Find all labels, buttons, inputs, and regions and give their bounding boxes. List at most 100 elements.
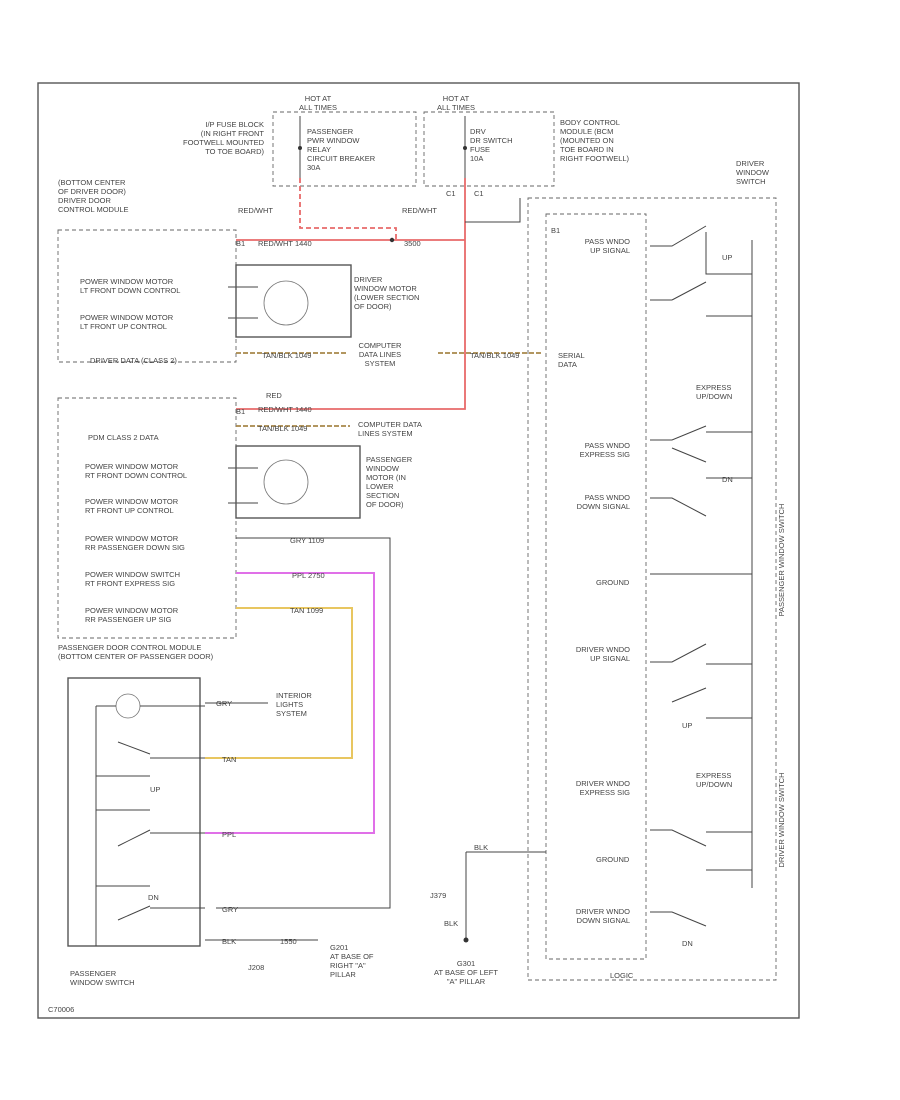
label-pdcm: PASSENGER DOOR CONTROL MODULE(BOTTOM CEN… xyxy=(58,643,214,661)
label-ppl-short: PPL xyxy=(222,830,236,839)
pass-switch-dn-contact xyxy=(117,905,205,921)
driver-dcm-box xyxy=(57,229,237,363)
label-red: RED xyxy=(266,391,282,400)
label-wire-drv-data: TAN/BLK 1049 xyxy=(262,351,311,360)
pin-b1: B1 xyxy=(236,239,245,248)
label-wire-dcm-top: RED/WHT 1440 xyxy=(258,239,312,248)
fuse-block-box xyxy=(272,111,417,187)
drv-switch-express xyxy=(650,425,752,479)
label-logic: LOGIC xyxy=(610,971,634,980)
red-dashed-wire xyxy=(299,178,397,240)
label-c1: C1 xyxy=(446,189,456,198)
label-wire-pdm-red: RED/WHT 1440 xyxy=(258,405,312,414)
splice-dot xyxy=(389,237,395,243)
label-wire-pdm-data: TAN/BLK 1049 xyxy=(258,424,307,433)
label-red-wht-1: RED/WHT xyxy=(238,206,273,215)
label-wire-ppl: PPL 2750 xyxy=(292,571,325,580)
driver-motor-circle xyxy=(263,280,309,326)
pass-switch-mid-contact xyxy=(96,829,205,887)
fuse-node-1 xyxy=(298,146,302,150)
bcm-box xyxy=(423,111,555,187)
label-blk-2: BLK xyxy=(444,919,458,928)
label-pass-window-switch-vert: PASSENGER WINDOW SWITCH xyxy=(777,504,786,617)
fuse-node-2 xyxy=(463,146,467,150)
lamp-wire xyxy=(95,705,205,946)
pin-b1-c: B1 xyxy=(551,226,560,235)
label-driver-window-switch-vert: DRIVER WINDOW SWITCH xyxy=(777,773,786,868)
label-blk-short: BLK xyxy=(222,937,236,946)
label-blk-1550: 1550 xyxy=(280,937,297,946)
label-wire-gry: GRY 1109 xyxy=(290,536,324,545)
label-up-2: UP xyxy=(722,253,732,262)
label-splice: 3500 xyxy=(404,239,421,248)
logic-box xyxy=(545,213,647,960)
label-c1-b: C1 xyxy=(474,189,484,198)
label-wire-tan: TAN 1099 xyxy=(290,606,323,615)
pass-switch-box xyxy=(67,677,201,947)
pin-b1-b: B1 xyxy=(236,407,245,416)
drv-switch-down xyxy=(650,497,707,517)
label-j379: J379 xyxy=(430,891,446,900)
drv-switch-drv-up xyxy=(650,643,752,719)
diagram-id: C70006 xyxy=(48,1005,74,1014)
drv-switch-drv-down xyxy=(650,911,707,927)
lamp-icon xyxy=(115,693,141,719)
diagram-border xyxy=(37,82,800,1019)
drv-switch-drv-express xyxy=(650,829,752,871)
bcm-wire xyxy=(465,198,521,223)
label-dn-1: DN xyxy=(148,893,159,902)
label-dn-2: DN xyxy=(722,475,733,484)
wire-pdm-red xyxy=(236,240,466,410)
label-gry-short-2: GRY xyxy=(222,905,238,914)
ground-node xyxy=(463,937,469,943)
label-wire-serial: TAN/BLK 1049 xyxy=(470,351,519,360)
label-pdm-class2: PDM CLASS 2 DATA xyxy=(88,433,159,442)
pass-motor-circle xyxy=(263,459,309,505)
label-tan-short: TAN xyxy=(222,755,236,764)
driver-switch-box xyxy=(527,197,777,981)
label-class2-data: DRIVER DATA (CLASS 2) xyxy=(90,356,177,365)
wire-gry xyxy=(216,537,391,909)
label-ground-1: GROUND xyxy=(596,578,630,587)
label-ground-2: GROUND xyxy=(596,855,630,864)
label-dn-3: DN xyxy=(682,939,693,948)
wire-tan xyxy=(205,607,353,759)
label-up-3: UP xyxy=(682,721,692,730)
label-j208: J208 xyxy=(248,963,264,972)
pass-motor-box xyxy=(235,445,361,519)
drv-switch-top xyxy=(650,225,752,317)
